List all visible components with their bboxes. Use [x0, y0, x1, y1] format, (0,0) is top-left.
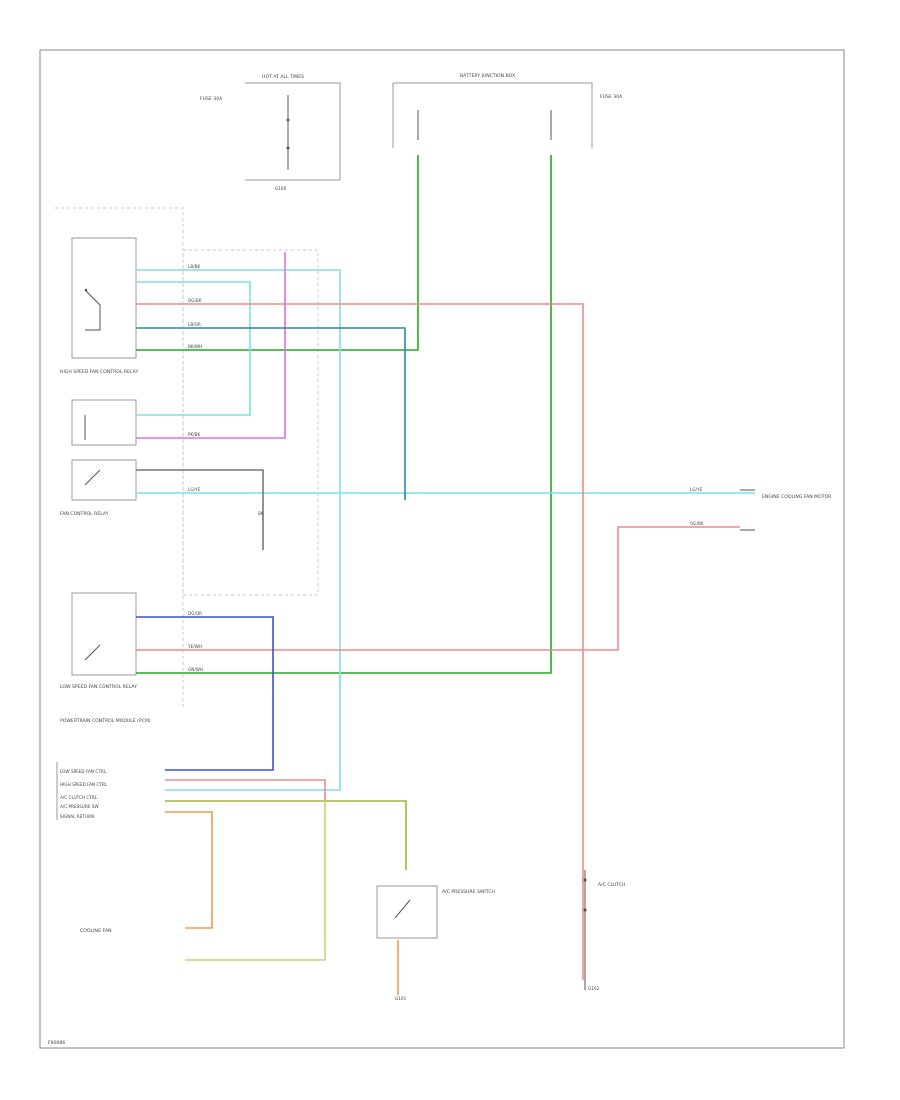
- relay-high-speed: HIGH SPEED FAN CONTROL RELAY: [60, 237, 138, 375]
- pressure-switch-label: A/C PRESSURE SWITCH: [442, 889, 495, 895]
- wire-label-12: BK: [258, 511, 264, 516]
- ac-clutch: A/C CLUTCH G102: [583, 870, 625, 991]
- fuse-box-top-label: HOT AT ALL TIMES: [262, 74, 304, 80]
- relay-low-speed-label: LOW SPEED FAN CONTROL RELAY: [60, 684, 137, 690]
- cooling-fan-device: COOLING FAN: [80, 928, 112, 934]
- wire-pink-2: [136, 526, 740, 651]
- wire-olive: [165, 800, 407, 870]
- battery-junction-box: BATTERY JUNCTION BOX FUSE 30A: [392, 73, 623, 148]
- wire-teal: [136, 327, 406, 500]
- wire-label-3: LB/OR: [188, 322, 201, 327]
- battery-junction-sublabel: FUSE 30A: [600, 94, 623, 100]
- engine-fan-motor: ENGINE COOLING FAN MOTOR: [740, 489, 832, 531]
- pressure-switch: A/C PRESSURE SWITCH G101: [376, 885, 495, 1001]
- battery-junction-label: BATTERY JUNCTION BOX: [460, 73, 515, 79]
- relay-module-outline: [55, 207, 184, 707]
- pcm-pin-3: A/C CLUTCH CTRL: [60, 795, 98, 800]
- relay-low-speed: LOW SPEED FAN CONTROL RELAY: [60, 592, 137, 690]
- wire-olive-2: [185, 801, 326, 961]
- wire-label-2: OG/BK: [188, 298, 202, 303]
- fuse-30a-label: FUSE 30A: [200, 96, 223, 102]
- ground-1-label: G100: [275, 186, 287, 191]
- relay-module-inner-outline: [182, 249, 319, 596]
- engine-fan-motor-label: ENGINE COOLING FAN MOTOR: [762, 494, 832, 500]
- pcm-pin-4: A/C PRESSURE SW: [60, 804, 99, 809]
- relay-fan-3: FAN CONTROL RELAY: [60, 459, 137, 517]
- wire-cyan-2: [136, 281, 251, 416]
- wire-green-2: [136, 155, 552, 674]
- wire-label-6: LG/YE: [188, 487, 201, 492]
- wire-label-11: OG/BK: [690, 521, 704, 526]
- wire-gray-1: [136, 469, 264, 550]
- wire-label-4: BK/WH: [188, 344, 202, 349]
- wire-label-1: LB/BK: [188, 264, 200, 269]
- pcm-pin-1: LOW SPEED FAN CTRL: [60, 769, 107, 774]
- wire-pink-3: [165, 779, 326, 800]
- pcm-connector: POWERTRAIN CONTROL MODULE (PCM) LOW SPEE…: [56, 718, 151, 820]
- wire-label-10: LG/YE: [690, 487, 703, 492]
- wire-orange: [165, 811, 213, 929]
- pcm-pin-5: SIGNAL RETURN: [60, 814, 94, 819]
- fuse-box-top: HOT AT ALL TIMES FUSE 30A G100: [200, 74, 341, 191]
- ac-clutch-label: A/C CLUTCH: [598, 882, 625, 888]
- wire-label-8: YE/WH: [187, 644, 202, 649]
- ground-3-label: G102: [588, 986, 600, 991]
- wire-label-9: GN/WH: [188, 667, 203, 672]
- wire-label-5: PK/BK: [188, 432, 201, 437]
- wire-cyan-1: [136, 269, 341, 791]
- relay-fan-2: [71, 399, 137, 446]
- pcm-pin-2: HIGH SPEED FAN CTRL: [60, 782, 108, 787]
- wire-magenta: [136, 252, 286, 439]
- relay-high-speed-label: HIGH SPEED FAN CONTROL RELAY: [60, 369, 138, 375]
- pcm-label: POWERTRAIN CONTROL MODULE (PCM): [60, 718, 151, 724]
- wire-pink-1: [136, 303, 584, 980]
- relay-fan-3-label: FAN CONTROL RELAY: [60, 511, 109, 517]
- ground-2-label: G101: [395, 996, 407, 1001]
- cooling-fan-label: COOLING FAN: [80, 928, 112, 934]
- wire-green-1: [136, 155, 419, 351]
- diagram-frame: [39, 49, 845, 1049]
- diagram-id: F90086: [48, 1040, 65, 1046]
- wire-blue: [136, 616, 274, 771]
- wire-label-7: DG/OR: [188, 611, 202, 616]
